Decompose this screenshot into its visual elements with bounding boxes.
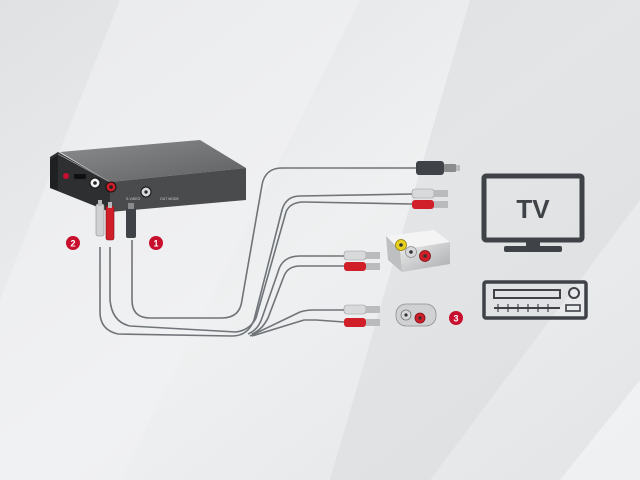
s-video-plug [126,203,136,238]
set-top-box: S-VIDEO OUT MODE [50,140,246,212]
dc-in-port [74,174,86,179]
rca-cable-top-white [99,193,413,337]
rca-cable-top-red [109,201,413,333]
callout-3: 3 [449,311,463,325]
receiver-icon [482,280,588,320]
audio-plug-white [95,200,105,237]
callout-1: 1 [149,236,163,250]
rca-coupler-icon [395,303,437,327]
svg-text:1: 1 [153,239,158,249]
rca-cable-mid-red [251,265,344,335]
scart-adapter-icon [386,230,450,272]
rca-plug-icon [411,188,448,209]
power-led-icon [63,173,69,179]
device-label-out-mode: OUT MODE [160,197,179,201]
rca-cable-mid-white [247,255,344,335]
audio-plug-red [105,202,115,241]
s-video-cable [131,167,418,319]
cables [99,167,418,337]
svg-text:3: 3 [453,314,458,324]
rca-plug-icon [343,250,380,271]
device-label-s-video: S-VIDEO [126,197,141,201]
s-video-plug-icon [416,161,460,175]
rca-cable-low-white [249,309,344,337]
rca-plug-icon [343,304,380,327]
rca-cable-low-red [251,319,345,337]
svg-text:2: 2 [70,239,75,249]
tv-icon: TV [481,173,585,252]
tv-label: TV [516,194,550,224]
callout-2: 2 [66,236,80,250]
